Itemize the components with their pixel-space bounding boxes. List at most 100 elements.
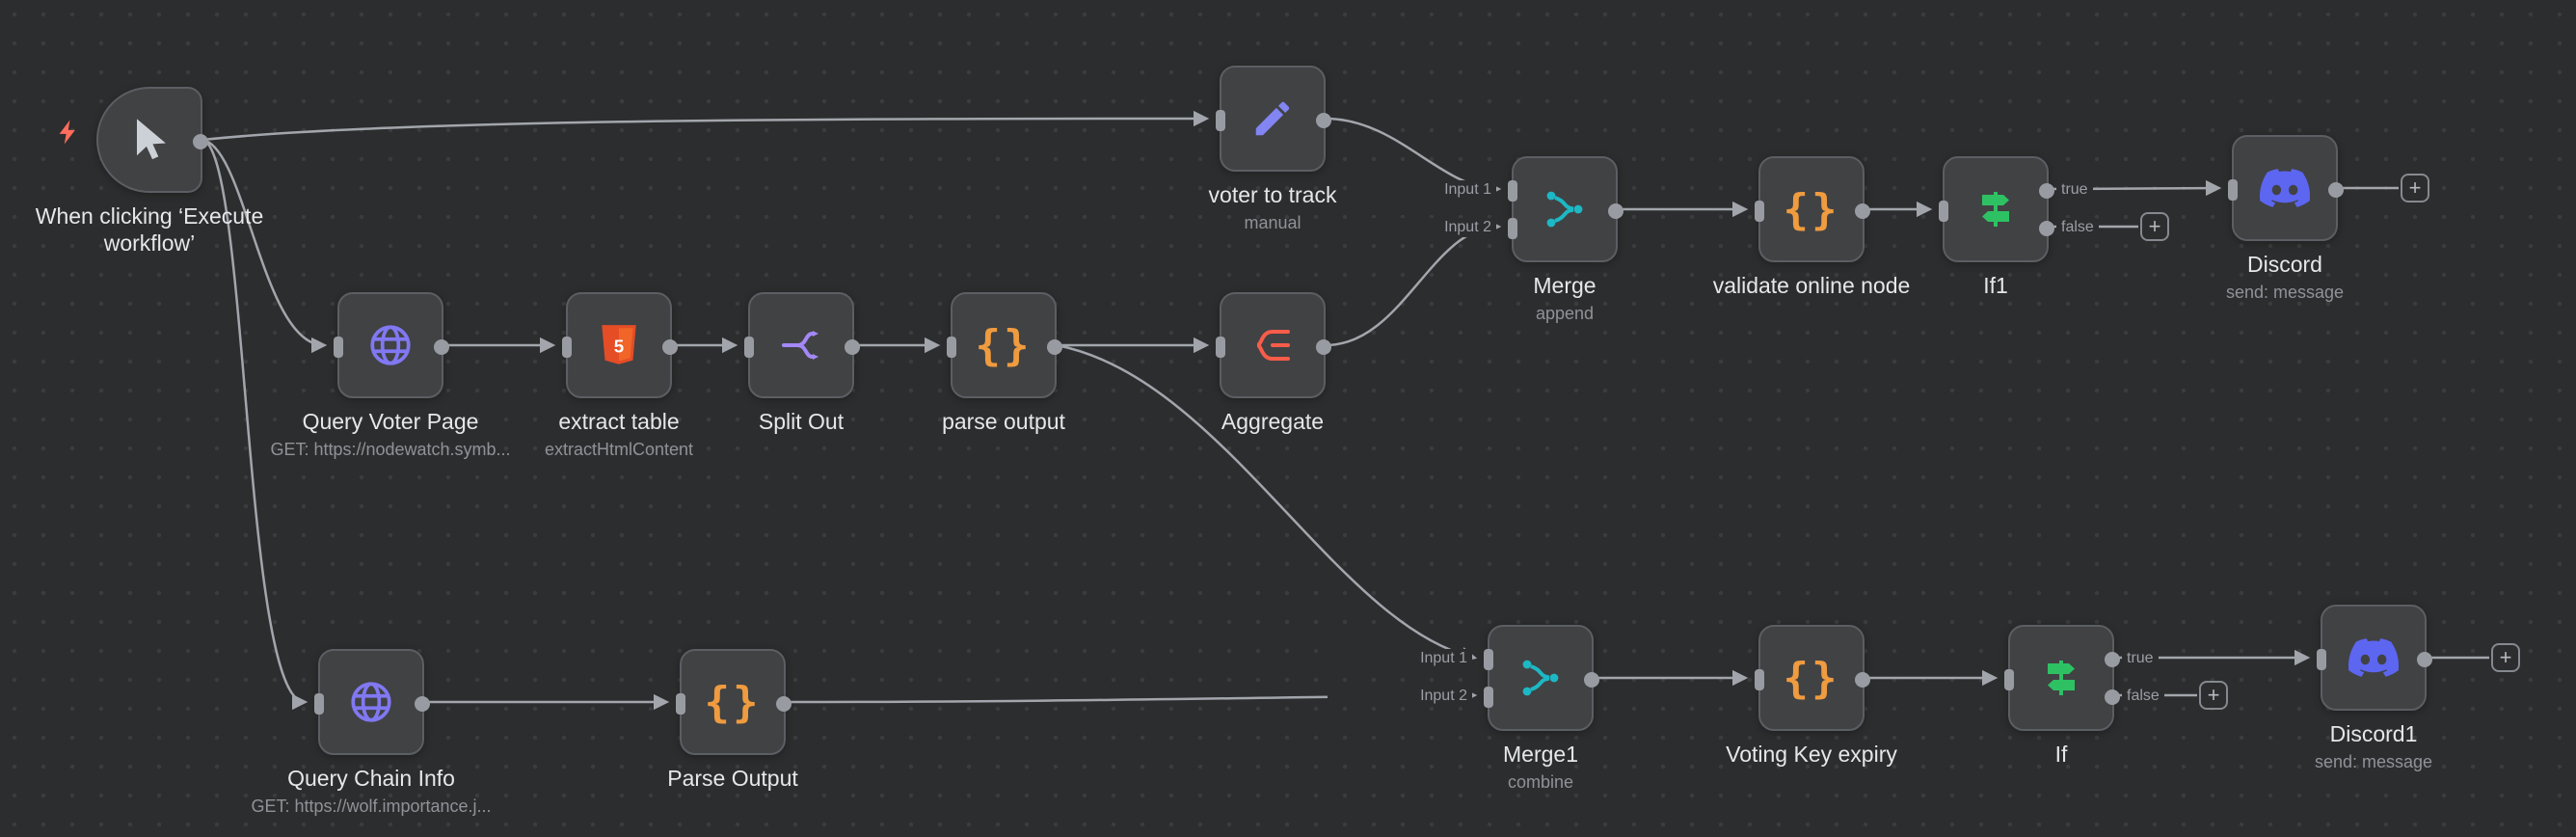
node-sublabel: combine: [1507, 772, 1574, 792]
output-port[interactable]: [2328, 182, 2344, 198]
globe-icon: [351, 682, 391, 722]
node-aggregate[interactable]: Aggregate: [1216, 292, 1331, 434]
node-label: Discord1: [2329, 721, 2418, 746]
add-node-button[interactable]: +: [2491, 643, 2520, 672]
add-node-button[interactable]: +: [2401, 174, 2429, 202]
node-when-clicking-execute-workflow[interactable]: When clicking ‘Execute workflow’: [36, 87, 263, 256]
node-label: When clicking ‘Execute workflow’: [35, 203, 264, 256]
if1-false-label: false: [2056, 218, 2099, 237]
input-port-1[interactable]: [1508, 180, 1517, 202]
node-discord[interactable]: Discord send: message: [2226, 135, 2344, 302]
output-port[interactable]: [1047, 339, 1062, 355]
edge-trigger-voter-to-track[interactable]: [201, 110, 1210, 142]
input-port[interactable]: [947, 337, 956, 358]
add-node-button[interactable]: +: [2140, 212, 2169, 241]
input-port[interactable]: [314, 693, 324, 715]
node-label: Query Chain Info: [287, 766, 455, 791]
input-port[interactable]: [1755, 201, 1764, 222]
braces-icon: {}: [704, 677, 762, 727]
input-port[interactable]: [2004, 669, 2014, 690]
signpost-icon: [2048, 661, 2075, 695]
braces-icon: {}: [975, 320, 1033, 370]
html5-number: 5: [614, 336, 624, 356]
node-voting-key-expiry[interactable]: {} Voting Key expiry: [1726, 625, 1897, 767]
merge-input1-label: Input 1: [1352, 180, 1496, 200]
edge-voter-merge-input1[interactable]: [1325, 117, 1502, 198]
add-node-button[interactable]: +: [2199, 681, 2228, 710]
node-extract-table[interactable]: 5 extract table extractHtmlContent: [545, 292, 693, 459]
input-port[interactable]: [1755, 669, 1764, 690]
output-port[interactable]: [415, 696, 430, 712]
output-port[interactable]: [2417, 652, 2432, 667]
node-label: Parse Output: [667, 766, 798, 791]
output-port[interactable]: [1584, 672, 1599, 688]
node-discord1[interactable]: Discord1 send: message: [2315, 605, 2432, 771]
input-port[interactable]: [1939, 201, 1948, 222]
output-port-true[interactable]: [2039, 183, 2054, 199]
output-port-false[interactable]: [2039, 221, 2054, 236]
merge-icon: [1522, 660, 1559, 696]
input-port[interactable]: [1216, 110, 1225, 131]
input-port[interactable]: [2228, 179, 2238, 201]
edge-trigger-query-voter-page[interactable]: [201, 138, 328, 354]
merge1-input2-label: Input 2: [1328, 687, 1472, 706]
split-icon: [782, 331, 818, 360]
node-voter-to-track[interactable]: voter to track manual: [1209, 66, 1336, 232]
edge-trigger-query-chain-info[interactable]: [201, 138, 309, 711]
node-sublabel: GET: https://nodewatch.symb...: [270, 440, 511, 459]
input-port[interactable]: [1216, 337, 1225, 358]
node-label: Merge: [1533, 273, 1597, 298]
node-sublabel: extractHtmlContent: [544, 440, 694, 459]
node-parse-output-2[interactable]: {} Parse Output: [667, 649, 798, 791]
node-merge[interactable]: Merge append: [1508, 156, 1623, 323]
lightning-bolt-icon: [59, 120, 75, 145]
edge-parse-output-merge1-input1[interactable]: [1056, 343, 1478, 662]
merge1-input1-label: Input 1: [1328, 649, 1472, 668]
output-port[interactable]: [193, 134, 208, 149]
aggregate-icon: [1256, 330, 1290, 361]
input-port-2[interactable]: [1508, 218, 1517, 239]
merge-icon: [1546, 191, 1583, 228]
node-query-chain-info[interactable]: Query Chain Info GET: https://wolf.impor…: [251, 649, 492, 816]
output-port[interactable]: [1316, 339, 1331, 355]
node-query-voter-page[interactable]: Query Voter Page GET: https://nodewatch.…: [270, 292, 511, 459]
node-sublabel: append: [1535, 304, 1595, 323]
input-port-2[interactable]: [1484, 687, 1493, 708]
input-port[interactable]: [744, 337, 754, 358]
merge-input2-label: Input 2: [1352, 218, 1496, 237]
node-label: Discord: [2247, 252, 2322, 277]
output-port-true[interactable]: [2105, 652, 2120, 667]
node-label: validate online node: [1712, 273, 1911, 298]
signpost-icon: [1982, 192, 2009, 227]
output-port[interactable]: [434, 339, 449, 355]
node-split-out[interactable]: Split Out: [744, 292, 860, 434]
output-port[interactable]: [662, 339, 678, 355]
input-port-1[interactable]: [1484, 649, 1493, 670]
input-port[interactable]: [2317, 649, 2326, 670]
output-port[interactable]: [845, 339, 860, 355]
input-port[interactable]: [676, 693, 685, 715]
input-port[interactable]: [334, 337, 343, 358]
node-label: extract table: [558, 409, 680, 434]
discord-icon: [2348, 638, 2399, 677]
input-port[interactable]: [562, 337, 572, 358]
output-port[interactable]: [1855, 203, 1870, 219]
output-port[interactable]: [1316, 113, 1331, 128]
output-port[interactable]: [1855, 672, 1870, 688]
node-sublabel: manual: [1244, 213, 1301, 232]
node-parse-output[interactable]: {} parse output: [942, 292, 1065, 434]
output-port[interactable]: [1608, 203, 1623, 219]
node-if[interactable]: If: [2004, 625, 2120, 767]
if1-true-label: true: [2056, 180, 2093, 200]
node-validate-online-node[interactable]: {} validate online node: [1713, 156, 1910, 298]
node-label: Split Out: [758, 409, 845, 434]
node-merge1[interactable]: Merge1 combine: [1484, 625, 1599, 792]
output-port-false[interactable]: [2105, 689, 2120, 705]
node-label: Query Voter Page: [302, 409, 479, 434]
output-port[interactable]: [776, 696, 792, 712]
node-if1[interactable]: If1: [1939, 156, 2054, 298]
node-sublabel: send: message: [2314, 752, 2433, 771]
node-sublabel: send: message: [2225, 283, 2345, 302]
